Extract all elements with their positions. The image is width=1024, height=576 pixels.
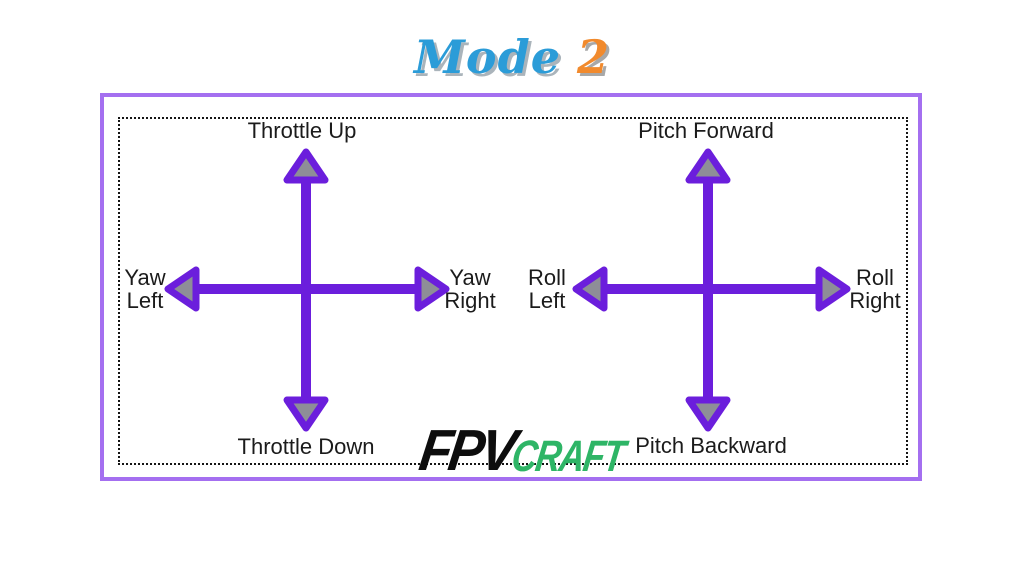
label-yaw-left-line1: Yaw [124,265,166,290]
title-number: 2 [577,30,611,84]
throttle-up-arrowhead [283,148,329,184]
label-pitch-forward: Pitch Forward [638,118,774,143]
label-roll-right-line1: Roll [856,265,894,290]
yaw-left-arrowhead [164,266,200,312]
page-title: Mode 2 [0,30,1024,84]
pitch-forward-arrowhead [685,148,731,184]
inner-dotted-frame [118,117,908,465]
right-stick-cross [572,148,851,432]
title-word: Mode [413,30,561,84]
throttle-down-arrowhead [283,396,329,432]
label-yaw-right-line1: Yaw [449,265,491,290]
label-throttle-up: Throttle Up [247,118,357,143]
logo-fpv-text: FPV [415,418,518,483]
label-roll-right: Roll Right [849,266,900,312]
logo-craft-text: CRAFT [508,432,627,481]
label-yaw-left-line2: Left [126,288,164,313]
outer-frame [100,93,922,481]
label-roll-left-line1: Roll [528,265,566,290]
pitch-backward-arrowhead [685,396,731,432]
label-throttle-down: Throttle Down [237,434,375,459]
label-yaw-right-line2: Right [444,288,496,313]
left-stick-cross [164,148,450,432]
label-yaw-left: Yaw Left [124,266,165,312]
label-roll-right-line2: Right [849,288,901,313]
roll-right-arrowhead [815,266,851,312]
label-yaw-right: Yaw Right [444,266,495,312]
roll-left-arrowhead [572,266,608,312]
fpvcraft-logo: FPV CRAFT [415,418,648,483]
label-roll-left: Roll Left [528,266,566,312]
yaw-right-arrowhead [414,266,450,312]
label-pitch-backward: Pitch Backward [635,433,787,458]
label-roll-left-line2: Left [528,288,566,313]
